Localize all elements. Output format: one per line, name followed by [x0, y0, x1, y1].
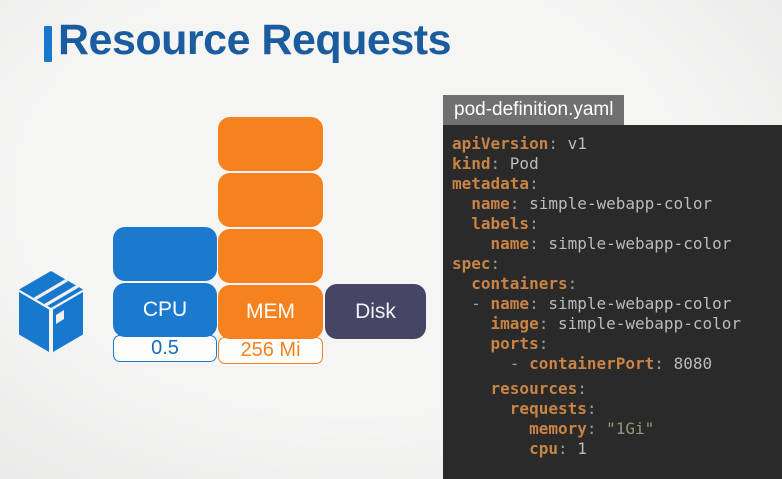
disk-label: Disk — [355, 299, 396, 323]
code-line: image: simple-webapp-color — [490, 314, 741, 333]
disk-block: Disk — [325, 284, 426, 339]
mem-label: MEM — [246, 300, 295, 323]
mem-value-box: 256 Mi — [218, 337, 323, 364]
mem-extra-block — [218, 117, 323, 171]
code-line: name: simple-webapp-color — [490, 234, 732, 253]
cpu-block: CPU — [113, 283, 217, 337]
mem-extra-block — [218, 229, 323, 283]
code-line: - name: simple-webapp-color — [452, 294, 732, 313]
mem-extra-blocks — [218, 117, 323, 283]
code-line: resources: — [490, 379, 587, 398]
code-line: metadata: — [452, 174, 539, 193]
cpu-stack: CPU 0.5 — [113, 227, 217, 362]
code-line: apiVersion: v1 — [452, 134, 587, 153]
code-line: spec: — [452, 254, 501, 273]
code-line: ports: — [490, 334, 549, 353]
code-line: labels: — [471, 214, 539, 233]
code-line: - containerPort: 8080 — [452, 354, 713, 373]
code-line: memory: "1Gi" — [529, 419, 655, 438]
code-line: containers: — [471, 274, 578, 293]
cpu-value-box: 0.5 — [113, 335, 217, 362]
cpu-extra-blocks — [113, 227, 217, 281]
code-line: cpu: 1 — [529, 439, 587, 458]
mem-extra-block — [218, 173, 323, 227]
code-line: kind: Pod — [452, 154, 539, 173]
code-line: name: simple-webapp-color — [471, 194, 713, 213]
page-title: Resource Requests — [58, 16, 452, 64]
package-box-icon — [19, 271, 83, 352]
code-line: requests: — [509, 399, 597, 418]
mem-stack: MEM 256 Mi — [218, 117, 323, 364]
cpu-extra-block — [113, 227, 217, 281]
code-filename-tab: pod-definition.yaml — [443, 95, 624, 125]
title-accent-bar — [44, 26, 52, 62]
mem-block: MEM — [218, 285, 323, 339]
cpu-label: CPU — [142, 298, 188, 321]
